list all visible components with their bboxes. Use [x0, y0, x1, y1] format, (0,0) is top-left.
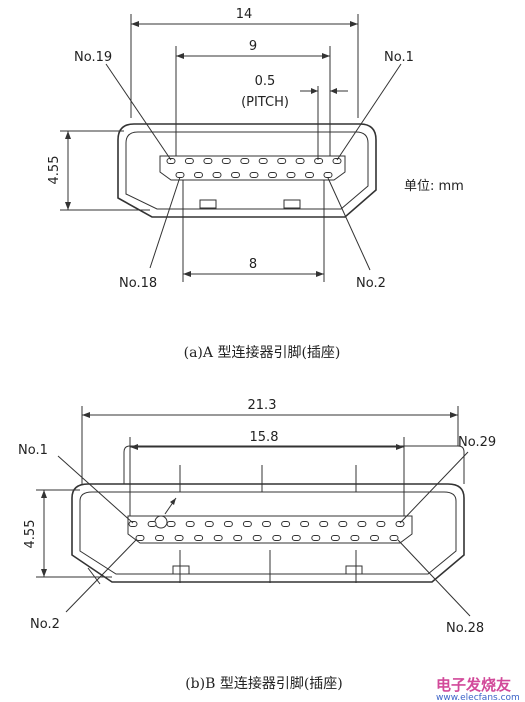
b-pin-contact [338, 521, 348, 527]
a-pin-contact [194, 172, 203, 178]
b-pin-contact [330, 535, 340, 541]
a-pin-contact [295, 158, 305, 164]
b-label-no1: No.1 [18, 443, 48, 458]
b-pin-contact [252, 535, 262, 541]
b-pin-contact [213, 535, 223, 541]
b-label-no29: No.29 [458, 435, 496, 450]
b-pin-contact [233, 535, 243, 541]
b-pin-contact [350, 535, 360, 541]
a-pin-contact [203, 158, 213, 164]
a-label-no18: No.18 [119, 276, 157, 291]
b-housing-outer [71, 483, 465, 583]
a-label-no1: No.1 [384, 50, 414, 65]
a-pin-row-bottom [175, 172, 333, 178]
a-pin-contact [184, 158, 194, 164]
b-pin-row-bottom [135, 535, 399, 541]
b-pin-contact [370, 535, 379, 541]
a-pin-contact [314, 158, 324, 164]
b-pin-contact [223, 521, 233, 527]
a-pin-row-top [166, 158, 342, 164]
b-label-no2: No.2 [30, 617, 60, 632]
a-pin-contact [277, 158, 287, 164]
a-dim-14: 14 [236, 7, 253, 22]
b-tab-right [345, 565, 363, 575]
b-pin-row-top [128, 521, 405, 527]
b-pin-contact [389, 535, 399, 541]
a-pin-contact [286, 172, 296, 178]
a-label-no19: No.19 [74, 50, 112, 65]
a-pin-contact [175, 172, 185, 178]
diagram-b: 21.3 15.8 4.55 No.1 No.29 No.2 No.28 (b)… [18, 398, 496, 692]
a-dim-pitch: 0.5 [255, 74, 276, 89]
b-housing-inner [79, 491, 457, 575]
a-dim-8: 8 [249, 257, 257, 272]
b-pin-contact [319, 521, 329, 527]
a-pin-contact [323, 172, 333, 178]
b-pin-contact [357, 521, 367, 527]
diagram-a: 14 9 0.5 (PITCH) 4.55 8 单位: mm No.1 [47, 7, 464, 361]
a-tab-right [283, 199, 301, 209]
b-label-no28: No.28 [446, 621, 484, 636]
a-housing-inner [125, 131, 369, 210]
a-pin-contact [268, 172, 277, 178]
a-tab-left [199, 199, 217, 209]
a-pin-contact [249, 172, 259, 178]
b-pin-contact [174, 535, 184, 541]
b-pin-contact [262, 521, 271, 527]
b-shell-top [123, 445, 465, 484]
a-pin-contact [212, 172, 222, 178]
b-pin-contact [135, 535, 145, 541]
b-pin-contact [242, 521, 252, 527]
a-pin-contact [258, 158, 268, 164]
b-pin-contact [204, 521, 214, 527]
b-pin-contact [185, 521, 195, 527]
a-tongue [159, 155, 346, 181]
b-dim-15-8: 15.8 [250, 430, 279, 445]
a-pin-contact [231, 172, 240, 178]
b-caption: (b)B 型连接器引脚(插座) [185, 675, 343, 692]
b-pin-contact [311, 535, 321, 541]
a-pin-contact [240, 158, 250, 164]
b-tongue [127, 515, 413, 544]
b-dim-height: 4.55 [23, 520, 38, 549]
a-label-no2: No.2 [356, 276, 386, 291]
b-pin-contact [272, 535, 282, 541]
a-caption: (a)A 型连接器引脚(插座) [184, 344, 341, 361]
b-pin-contact [155, 535, 164, 541]
b-pin-contact [281, 521, 291, 527]
watermark-text: 电子发烧友 [436, 676, 511, 694]
b-pin-contact [128, 521, 138, 527]
a-pin-contact [166, 158, 176, 164]
b-pin-contact [166, 521, 176, 527]
b-pin-contact [395, 521, 405, 527]
b-pin-marker [154, 515, 168, 529]
a-dim-height: 4.55 [47, 156, 62, 185]
a-pin-contact [221, 158, 231, 164]
a-pin-contact [332, 158, 342, 164]
b-pin-contact [147, 521, 157, 527]
watermark-url: www.elecfans.com [436, 693, 520, 702]
b-pin-contact [194, 535, 204, 541]
b-pin-contact [300, 521, 310, 527]
a-pin-contact [305, 172, 314, 178]
b-pin-contact [291, 535, 301, 541]
a-housing-outer [117, 123, 377, 218]
a-unit-label: 单位: mm [404, 179, 464, 194]
a-pitch-label: (PITCH) [241, 95, 289, 110]
b-pin-contact [376, 521, 386, 527]
watermark: 电子发烧友 www.elecfans.com [436, 676, 520, 702]
b-tab-left [172, 565, 190, 575]
b-dim-21-3: 21.3 [248, 398, 277, 413]
a-dim-9: 9 [249, 39, 257, 54]
